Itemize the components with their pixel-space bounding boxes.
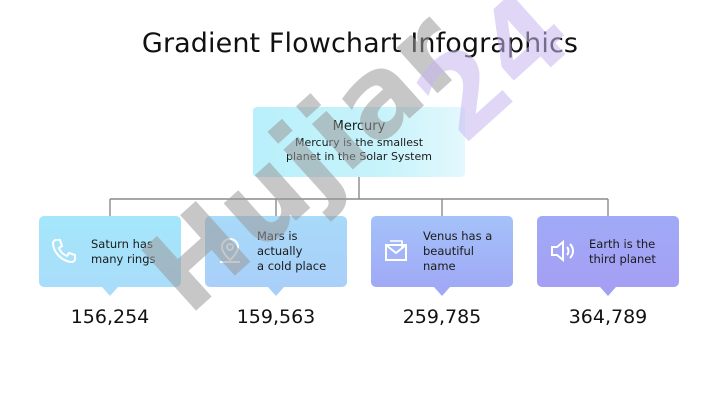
card-saturn: Saturn has many rings (39, 216, 181, 287)
card-text-line-1: Earth is the (589, 236, 656, 251)
root-node-mercury: Mercury Mercury is the smallest planet i… (253, 107, 465, 177)
card-text-line-2: third planet (589, 251, 656, 266)
card-number: 159,563 (236, 306, 316, 328)
card-venus: Venus has a beautiful name (371, 216, 513, 287)
card-text: Venus has a beautiful name (423, 216, 505, 287)
location-pin-icon (215, 236, 245, 266)
card-text-line-3: name (423, 259, 456, 273)
card-number: 364,789 (568, 306, 648, 328)
card-text-line-2: beautiful (423, 244, 474, 258)
root-node-title: Mercury (332, 119, 386, 134)
card-text: Earth is the third planet (589, 216, 671, 287)
card-mars: Mars is actually a cold place (205, 216, 347, 287)
card-pointer (102, 287, 118, 296)
card-text-line-1: Saturn has (91, 236, 153, 251)
phone-icon (49, 236, 79, 266)
page-title: Gradient Flowchart Infographics (141, 28, 579, 59)
card-pointer (600, 287, 616, 296)
card-earth: Earth is the third planet (537, 216, 679, 287)
card-number: 156,254 (70, 306, 150, 328)
root-description-line-1: Mercury is the smallest (294, 136, 424, 149)
root-node-description: Mercury is the smallest planet in the So… (253, 136, 465, 164)
mail-icon (381, 236, 411, 266)
card-text: Saturn has many rings (91, 216, 173, 287)
card-text-line-2: many rings (91, 251, 156, 266)
card-text-line-1: Venus has a (423, 229, 493, 243)
card-pointer (268, 287, 284, 296)
card-text-line-2: a cold place (257, 259, 327, 273)
card-number: 259,785 (402, 306, 482, 328)
speaker-icon (547, 236, 577, 266)
root-description-line-2: planet in the Solar System (286, 150, 432, 163)
card-text: Mars is actually a cold place (257, 216, 339, 287)
card-pointer (434, 287, 450, 296)
card-text-line-1: Mars is actually (257, 229, 303, 258)
